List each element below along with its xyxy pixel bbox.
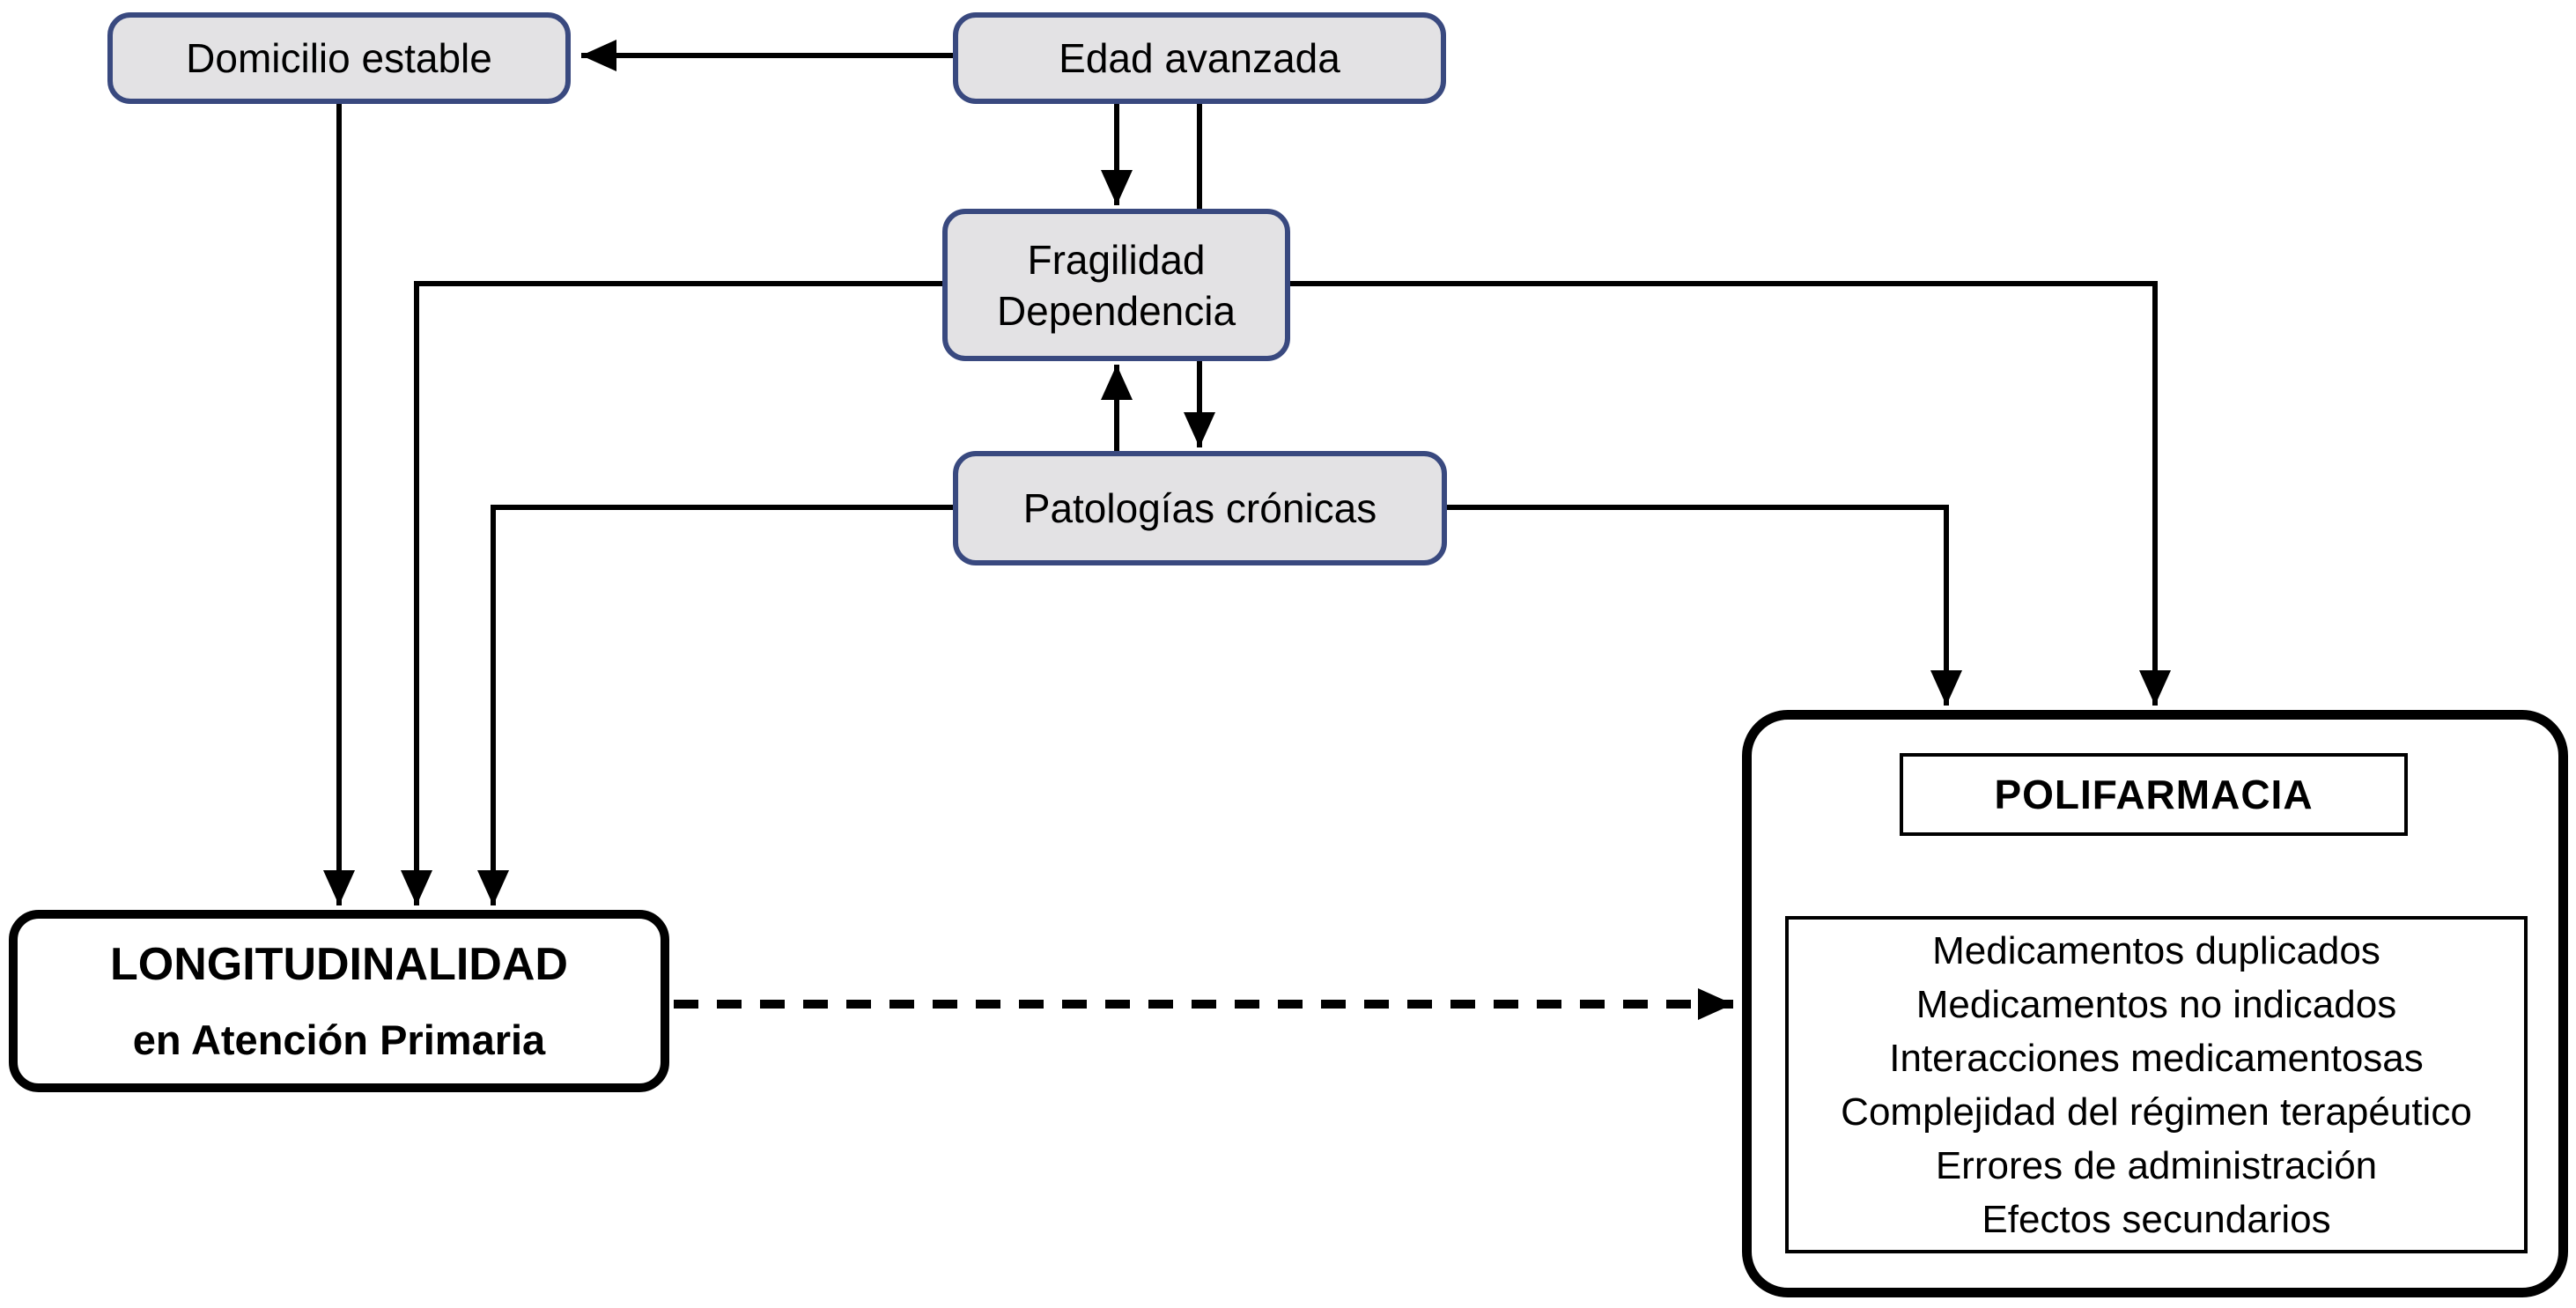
- list-item: Medicamentos duplicados: [1932, 928, 2380, 972]
- polifarmacia-title-label: POLIFARMACIA: [1994, 772, 2314, 817]
- arrow-patologias-to-longitudinalidad: [477, 505, 953, 905]
- node-patologias-cronicas-label: Patologías crónicas: [1022, 485, 1377, 531]
- polifarmacia-list-box: Medicamentos duplicados Medicamentos no …: [1785, 916, 2528, 1253]
- node-fragilidad-label: Fragilidad: [1027, 236, 1206, 283]
- node-fragilidad-dependencia: Fragilidad Dependencia: [942, 209, 1290, 361]
- arrow-patologias-to-polifarmacia: [1447, 505, 1962, 706]
- node-domicilio-estable: Domicilio estable: [107, 12, 571, 104]
- node-edad-avanzada: Edad avanzada: [953, 12, 1446, 104]
- node-patologias-cronicas: Patologías crónicas: [953, 451, 1447, 565]
- node-edad-avanzada-label: Edad avanzada: [1059, 35, 1340, 81]
- longitudinalidad-title: LONGITUDINALIDAD: [110, 939, 568, 990]
- node-longitudinalidad: LONGITUDINALIDAD en Atención Primaria: [9, 910, 669, 1092]
- polifarmacia-title-box: POLIFARMACIA: [1900, 753, 2408, 836]
- list-item: Errores de administración: [1935, 1143, 2378, 1187]
- node-dependencia-label: Dependencia: [996, 287, 1236, 334]
- list-item: Interacciones medicamentosas: [1889, 1036, 2424, 1080]
- arrow-fragilidad-to-polifarmacia: [1290, 281, 2171, 706]
- arrow-fragilidad-to-longitudinalidad: [401, 281, 942, 905]
- list-item: Efectos secundarios: [1982, 1197, 2331, 1241]
- list-item: Complejidad del régimen terapéutico: [1841, 1090, 2472, 1134]
- list-item: Medicamentos no indicados: [1915, 982, 2397, 1026]
- longitudinalidad-subtitle: en Atención Primaria: [132, 1016, 546, 1063]
- node-domicilio-estable-label: Domicilio estable: [186, 35, 492, 81]
